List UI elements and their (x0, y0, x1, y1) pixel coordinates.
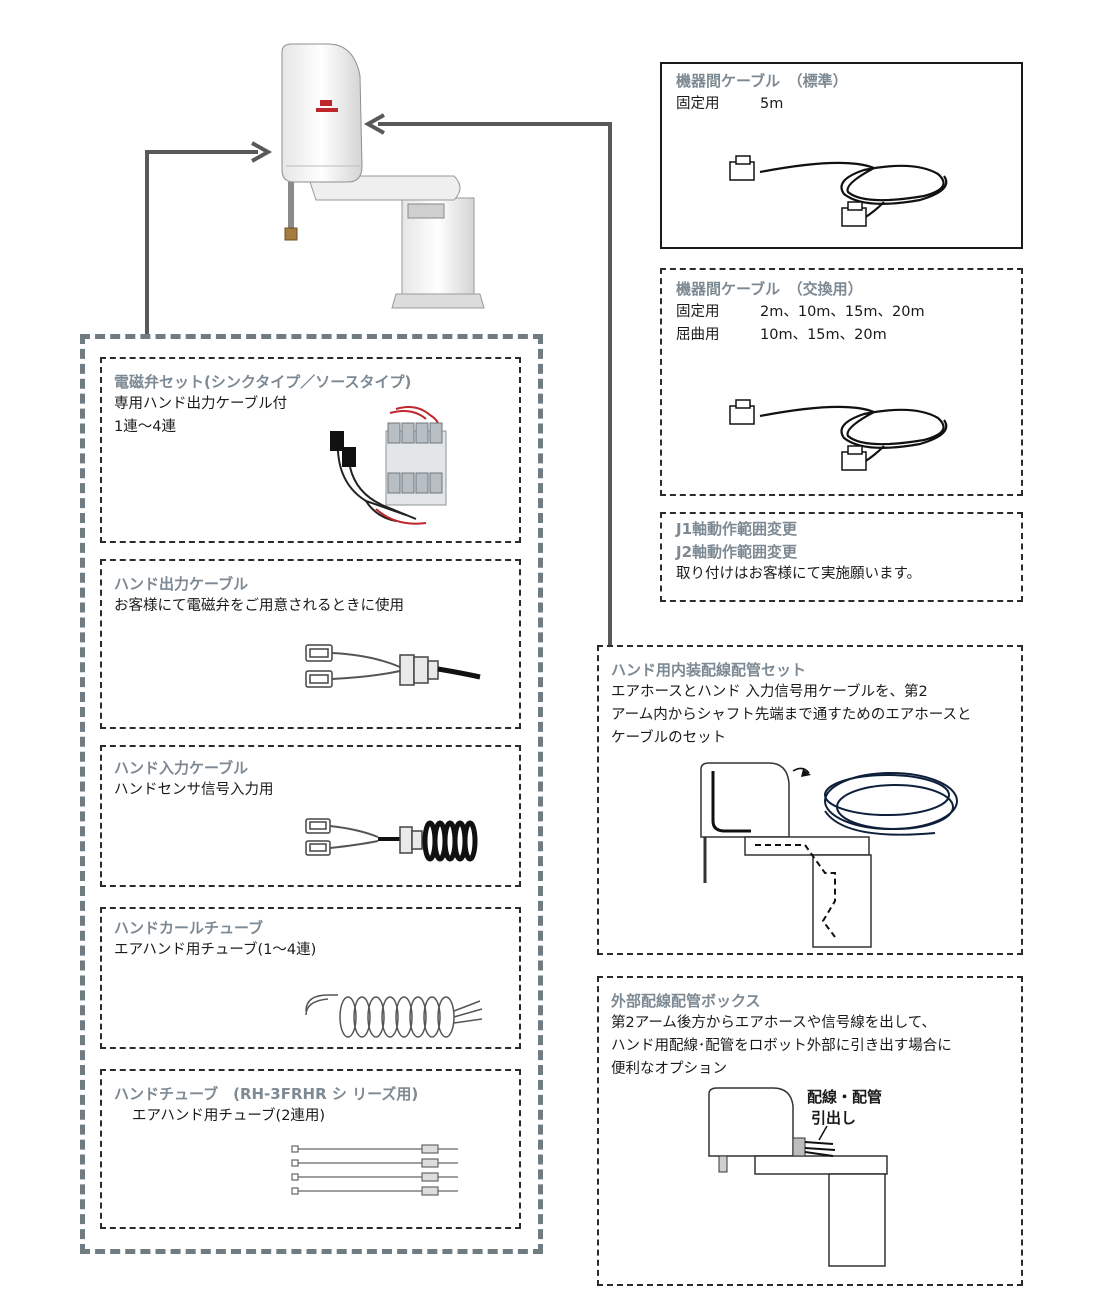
replacement-flex-label: 屈曲用 (676, 327, 720, 343)
external-box-box: 外部配線配管ボックス 第2アーム後方からエアホースや信号線を出して、 ハンド用配… (597, 976, 1023, 1286)
standard-cable-spec-label: 固定用 (676, 96, 720, 112)
internal-wiring-line-2: アーム内からシャフト先端まで通すためのエアホースと (611, 707, 972, 723)
solenoid-title: 電磁弁セット(シンクタイプ／ソースタイプ) (114, 373, 412, 391)
right-connector-line (378, 122, 612, 645)
callout-line-1: 配線・配管 (807, 1088, 883, 1106)
replacement-flex-value: 10m、15m、20m (760, 327, 887, 343)
internal-wiring-title: ハンド用内装配線配管セット (611, 661, 807, 679)
replacement-cable-box: 機器間ケーブル （交換用） 固定用 2m、10m、15m、20m 屈曲用 10m… (660, 268, 1023, 496)
hand-tube-desc: エアハンド用チューブ(2連用) (132, 1108, 326, 1124)
solenoid-box: 電磁弁セット(シンクタイプ／ソースタイプ) 専用ハンド出力ケーブル付 1連～4連 (100, 357, 521, 543)
external-box-title: 外部配線配管ボックス (611, 992, 761, 1010)
curl-tube-icon (305, 994, 483, 1038)
j1-range-title: J1軸動作範囲変更 (676, 520, 798, 538)
hand-options-group (80, 334, 543, 1254)
hand-input-box: ハンド入力ケーブル ハンドセンサ信号入力用 (100, 745, 521, 887)
left-arrow-head (251, 141, 273, 163)
external-box-line-1: 第2アーム後方からエアホースや信号線を出して、 (611, 1015, 937, 1031)
curl-tube-box: ハンドカールチューブ エアハンド用チューブ(1～4連) (100, 907, 521, 1049)
external-box-line-3: 便利なオプション (611, 1061, 727, 1077)
hand-input-cable-icon (305, 818, 478, 862)
callout-line-2: 引出し (811, 1109, 857, 1127)
j2-range-title: J2軸動作範囲変更 (676, 543, 798, 561)
standard-cable-box: 機器間ケーブル （標準） 固定用 5m (660, 62, 1023, 249)
hand-output-cable-icon (305, 644, 481, 688)
hand-output-title: ハンド出力ケーブル (114, 575, 249, 593)
standard-cable-spec-value: 5m (760, 96, 784, 112)
scara-robot-icon (281, 43, 485, 309)
internal-wiring-line-3: ケーブルのセット (611, 730, 727, 746)
hand-output-box: ハンド出力ケーブル お客様にて電磁弁をご用意されるときに使用 (100, 559, 521, 729)
left-connector-line (145, 150, 258, 335)
cable-icon (729, 399, 948, 471)
standard-cable-title: 機器間ケーブル （標準） (676, 72, 848, 90)
robot-wiring-icon (700, 762, 958, 948)
range-change-note: 取り付けはお客様にて実施願います。 (676, 566, 922, 582)
replacement-cable-title: 機器間ケーブル （交換用） (676, 280, 863, 298)
curl-tube-title: ハンドカールチューブ (114, 919, 264, 937)
internal-wiring-line-1: エアホースとハンド 入力信号用ケーブルを、第2 (611, 684, 928, 700)
solenoid-valve-icon (330, 406, 447, 525)
hand-tube-title: ハンドチューブ (RH-3FRHR シ リーズ用) (114, 1085, 419, 1103)
hand-output-desc: お客様にて電磁弁をご用意されるときに使用 (114, 598, 404, 614)
hand-input-desc: ハンドセンサ信号入力用 (114, 782, 274, 798)
cable-icon (729, 155, 948, 227)
right-arrow-head (363, 113, 385, 135)
external-box-line-2: ハンド用配線･配管をロボット外部に引き出す場合に (611, 1038, 952, 1054)
replacement-fixed-label: 固定用 (676, 304, 720, 320)
hand-input-title: ハンド入力ケーブル (114, 759, 249, 777)
replacement-fixed-value: 2m、10m、15m、20m (760, 304, 925, 320)
solenoid-line-1: 専用ハンド出力ケーブル付 (114, 396, 288, 412)
robot-box-icon (708, 1087, 888, 1267)
internal-wiring-box: ハンド用内装配線配管セット エアホースとハンド 入力信号用ケーブルを、第2 アー… (597, 645, 1023, 955)
hand-tube-icon (291, 1144, 458, 1196)
hand-tube-box: ハンドチューブ (RH-3FRHR シ リーズ用) エアハンド用チューブ(2連用… (100, 1069, 521, 1229)
curl-tube-desc: エアハンド用チューブ(1～4連) (114, 942, 317, 958)
solenoid-line-2: 1連～4連 (114, 419, 176, 435)
range-change-box: J1軸動作範囲変更 J2軸動作範囲変更 取り付けはお客様にて実施願います。 (660, 512, 1023, 602)
